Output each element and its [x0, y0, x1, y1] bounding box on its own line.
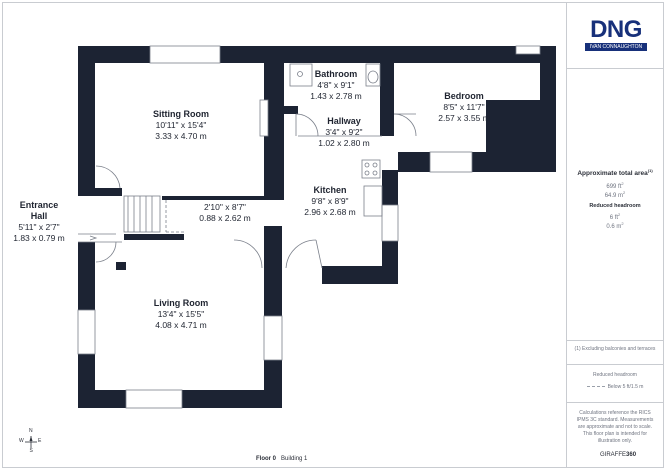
- room-dim-imperial: 5'11" x 2'7": [18, 222, 60, 232]
- info-sidebar: DNG IVAN CONNAUGHTON Approximate total a…: [566, 2, 664, 468]
- headroom-legend-item: Below 5 ft/1.5 m: [567, 384, 663, 391]
- building-label: Building 1: [281, 456, 308, 462]
- area-ft: 699 ft2: [606, 181, 624, 191]
- compass-s: S: [29, 448, 33, 454]
- headroom-ft: 6 ft2: [609, 212, 621, 222]
- room-dim-metric: 0.88 x 2.62 m: [199, 213, 251, 223]
- room-dim-metric: 3.33 x 4.70 m: [155, 131, 207, 141]
- room-bedroom: Bedroom 8'5" x 11'7" 2.57 x 3.55 m: [428, 91, 500, 124]
- page-frame: [2, 2, 664, 468]
- logo-main-text: DNG: [590, 16, 642, 43]
- giraffe-brand: GIRAFFE360: [600, 452, 637, 458]
- room-dim-metric: 1.02 x 2.80 m: [318, 138, 370, 148]
- room-dim-imperial: 10'11" x 15'4": [155, 120, 207, 130]
- divider: [567, 68, 663, 69]
- room-sitting-room: Sitting Room 10'11" x 15'4" 3.33 x 4.70 …: [138, 109, 224, 142]
- room-name-line2: Hall: [30, 211, 48, 221]
- room-name: Living Room: [153, 298, 209, 308]
- floor-footer: Floor 0 Building 1: [256, 456, 307, 462]
- headroom-m: 0.6 m2: [606, 221, 624, 231]
- room-dim-metric: 2.96 x 2.68 m: [304, 207, 356, 217]
- area-m: 64.9 m2: [604, 190, 626, 200]
- room-dim-metric: 4.08 x 4.71 m: [155, 320, 207, 330]
- brand-logo: DNG IVAN CONNAUGHTON: [585, 18, 647, 51]
- room-dim-imperial: 2'10" x 8'7": [204, 202, 246, 212]
- room-name-line1: Entrance: [19, 200, 59, 210]
- compass-rose: N S E W: [19, 428, 42, 454]
- compass-n: N: [29, 428, 33, 434]
- compass-icon: [25, 436, 37, 448]
- room-dim-metric: 2.57 x 3.55 m: [438, 113, 490, 123]
- fixtures: [78, 63, 417, 269]
- room-entrance-hall: Entrance Hall 5'11" x 2'7" 1.83 x 0.79 m: [4, 200, 74, 244]
- logo-sub-text: IVAN CONNAUGHTON: [585, 43, 647, 51]
- room-name: Bathroom: [314, 69, 358, 79]
- windows: [77, 45, 541, 409]
- disclaimer: Calculations reference the RICS IPMS 3C …: [576, 410, 654, 444]
- compass-e: E: [38, 438, 42, 444]
- room-hallway: Hallway 3'4" x 9'2" 1.02 x 2.80 m: [312, 116, 376, 149]
- room-dim-imperial: 3'4" x 9'2": [325, 127, 363, 137]
- headroom-legend-title: Reduced headroom: [593, 372, 637, 378]
- room-name: Sitting Room: [153, 109, 209, 119]
- dashed-line-icon: [586, 386, 605, 388]
- room-dim-metric: 1.83 x 0.79 m: [13, 233, 65, 243]
- divider: [567, 340, 663, 341]
- room-dim-imperial: 8'5" x 11'7": [443, 102, 485, 112]
- compass-w: W: [19, 438, 24, 444]
- room-kitchen: Kitchen 9'8" x 8'9" 2.96 x 2.68 m: [294, 185, 366, 218]
- room-store: 2'10" x 8'7" 0.88 x 2.62 m: [190, 202, 260, 224]
- headroom-title: Reduced headroom: [589, 203, 641, 210]
- excluding-note: (1) Excluding balconies and terraces: [574, 346, 656, 352]
- room-dim-imperial: 4'8" x 9'1": [317, 80, 355, 90]
- floor-plan: [77, 45, 556, 409]
- room-dim-metric: 1.43 x 2.78 m: [310, 91, 362, 101]
- divider: [567, 364, 663, 365]
- room-dim-imperial: 13'4" x 15'5": [157, 309, 205, 319]
- room-name: Hallway: [327, 116, 361, 126]
- room-dim-imperial: 9'8" x 8'9": [311, 196, 349, 206]
- divider: [567, 402, 663, 403]
- room-living-room: Living Room 13'4" x 15'5" 4.08 x 4.71 m: [138, 298, 224, 331]
- room-name: Kitchen: [313, 185, 347, 195]
- floor-label: Floor 0: [256, 456, 277, 462]
- approx-area: Approximate total area(1) 699 ft2 64.9 m…: [567, 168, 663, 230]
- room-name: Bedroom: [444, 91, 484, 101]
- room-bathroom: Bathroom 4'8" x 9'1" 1.43 x 2.78 m: [304, 69, 368, 102]
- area-title: Approximate total area(1): [577, 168, 653, 178]
